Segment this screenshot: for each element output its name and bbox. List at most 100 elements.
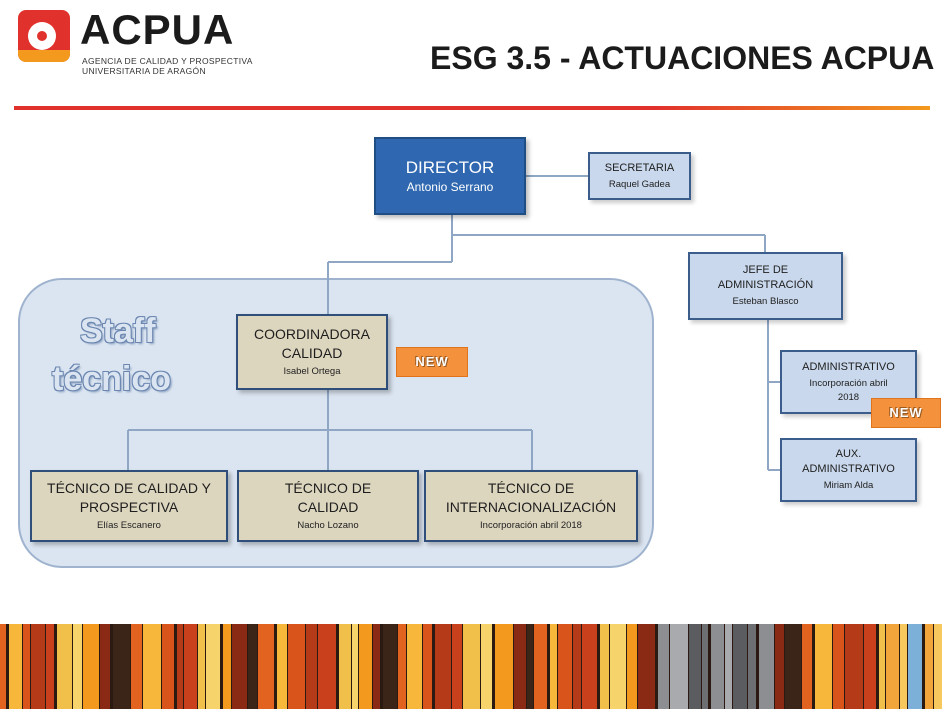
photo-strip-bar: [131, 624, 142, 709]
photo-strip-bar: [373, 624, 380, 709]
photo-strip-bar: [600, 624, 609, 709]
photo-strip-bar: [83, 624, 99, 709]
photo-strip-bar: [248, 624, 257, 709]
photo-strip-bar: [886, 624, 899, 709]
coordinadora-name: Isabel Ortega: [283, 366, 341, 377]
acpua-logo-icon: [18, 10, 70, 62]
photo-strip-bar: [748, 624, 756, 709]
photo-strip-bar: [908, 624, 922, 709]
secretaria-box: SECRETARIA Raquel Gadea: [588, 152, 691, 200]
photo-strip-bar: [57, 624, 72, 709]
photo-strip-bar: [527, 624, 533, 709]
coordinadora-title-line2: CALIDAD: [281, 345, 343, 361]
photo-strip-bar: [232, 624, 247, 709]
photo-strip-bar: [452, 624, 462, 709]
coordinadora-title-line1: COORDINADORA: [254, 326, 370, 342]
tecnico2-name: Nacho Lozano: [297, 520, 359, 531]
photo-strip-bar: [23, 624, 30, 709]
photo-strip-bar: [495, 624, 513, 709]
new-badge-administrativo: NEW: [871, 398, 941, 428]
photo-strip-bar: [407, 624, 422, 709]
tecnico1-title-line2: PROSPECTIVA: [79, 499, 179, 515]
photo-strip-bar: [900, 624, 907, 709]
photo-strip-bar: [198, 624, 205, 709]
photo-strip-bar: [610, 624, 626, 709]
photo-strip-bar: [184, 624, 197, 709]
photo-strip-bar: [318, 624, 336, 709]
photo-strip-bar: [223, 624, 231, 709]
photo-strip-bar: [398, 624, 406, 709]
administrativo-title: ADMINISTRATIVO: [802, 360, 895, 373]
tecnico3-title-line2: INTERNACIONALIZACIÓN: [445, 499, 617, 515]
photo-strip-bar: [9, 624, 22, 709]
aux-name: Miriam Alda: [823, 480, 874, 491]
photo-strip-bar: [73, 624, 82, 709]
photo-strip-bar: [383, 624, 397, 709]
photo-strip-bar: [31, 624, 45, 709]
photo-strip-bar: [206, 624, 220, 709]
logo-subtitle-line1: AGENCIA DE CALIDAD Y PROSPECTIVA: [82, 56, 253, 66]
photo-strip-bar: [711, 624, 724, 709]
photo-strip-bar: [558, 624, 572, 709]
logo-subtitle-line2: UNIVERSITARIA DE ARAGÓN: [82, 66, 206, 76]
aux-administrativo-box: AUX. ADMINISTRATIVO Miriam Alda: [780, 438, 917, 502]
photo-strip-bar: [113, 624, 130, 709]
tecnico-calidad-prospectiva-box: TÉCNICO DE CALIDAD Y PROSPECTIVA Elías E…: [30, 470, 228, 542]
photo-strip-bar: [864, 624, 876, 709]
photo-strip-bar: [702, 624, 708, 709]
photo-strip-bar: [925, 624, 933, 709]
photo-strip-bar: [423, 624, 432, 709]
administrativo-note-line1: Incorporación abril: [809, 377, 888, 389]
tecnico2-title-line1: TÉCNICO DE: [284, 480, 372, 496]
photo-strip-bar: [339, 624, 351, 709]
photo-strip-bar: [352, 624, 358, 709]
photo-strip-bar: [833, 624, 844, 709]
tecnico3-title-line1: TÉCNICO DE: [487, 480, 575, 496]
photo-strip-bar: [670, 624, 688, 709]
photo-strip-bar: [46, 624, 54, 709]
jefe-title-line2: ADMINISTRACIÓN: [717, 279, 814, 291]
photo-strip-bar: [725, 624, 732, 709]
photo-strip-bar: [306, 624, 317, 709]
jefe-administracion-box: JEFE DE ADMINISTRACIÓN Esteban Blasco: [688, 252, 843, 320]
photo-strip-bar: [463, 624, 480, 709]
photo-strip-bar: [815, 624, 832, 709]
photo-strip-bar: [534, 624, 547, 709]
photo-strip-bar: [845, 624, 863, 709]
administrativo-note-line2: 2018: [837, 391, 860, 403]
secretaria-name: Raquel Gadea: [608, 178, 671, 190]
photo-strip-bar: [162, 624, 174, 709]
photo-strip-bar: [802, 624, 812, 709]
photo-strip-bar: [638, 624, 655, 709]
photo-strip-bar: [177, 624, 183, 709]
photo-strip-bar: [627, 624, 637, 709]
photo-strip-bar: [775, 624, 784, 709]
photo-strip-bar: [481, 624, 492, 709]
aux-title-line2: ADMINISTRATIVO: [802, 463, 895, 475]
photo-strip-bar: [143, 624, 161, 709]
tecnico-calidad-box: TÉCNICO DE CALIDAD Nacho Lozano: [237, 470, 419, 542]
director-box: DIRECTOR Antonio Serrano: [374, 137, 526, 215]
photo-strip-bar: [573, 624, 581, 709]
secretaria-title: SECRETARIA: [604, 161, 675, 174]
photo-strip-bar: [435, 624, 451, 709]
page-title: ESG 3.5 - ACTUACIONES ACPUA: [430, 40, 935, 76]
photo-strip-bar: [0, 624, 6, 709]
tecnico1-name: Elías Escanero: [97, 520, 161, 531]
tecnico1-title-line1: TÉCNICO DE CALIDAD Y: [47, 480, 211, 496]
new-badge-coordinadora: NEW: [396, 347, 468, 377]
photo-strip-bar: [689, 624, 701, 709]
director-title: DIRECTOR: [405, 158, 495, 177]
tecnico-internacionalizacion-box: TÉCNICO DE INTERNACIONALIZACIÓN Incorpor…: [424, 470, 638, 542]
photo-strip-bar: [288, 624, 305, 709]
photo-strip-bar: [879, 624, 885, 709]
staff-label-line1: Staff: [80, 312, 156, 350]
jefe-title-line1: JEFE DE: [742, 264, 789, 276]
building-photo-strip: [0, 624, 942, 709]
director-name: Antonio Serrano: [406, 180, 494, 194]
tecnico3-name: Incorporación abril 2018: [480, 520, 582, 531]
photo-strip-bar: [785, 624, 801, 709]
jefe-name: Esteban Blasco: [732, 296, 799, 307]
coordinadora-box: COORDINADORA CALIDAD Isabel Ortega: [236, 314, 388, 390]
